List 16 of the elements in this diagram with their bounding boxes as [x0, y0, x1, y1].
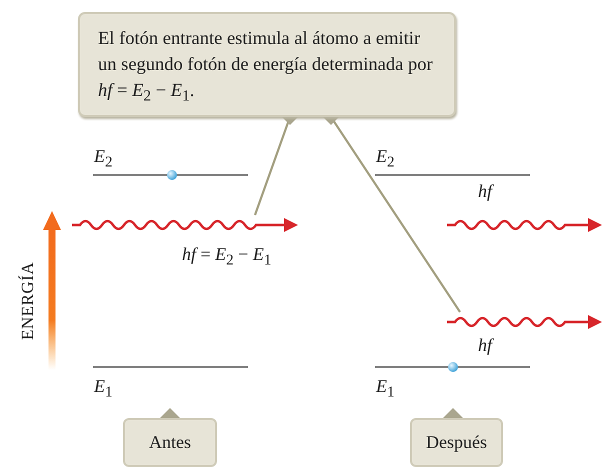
energy-level-label: E$_{2}$: [376, 146, 394, 172]
stage-label-box: Después: [410, 418, 503, 467]
photon-wave: [447, 215, 602, 235]
axis-label: ENERGÍA: [18, 262, 38, 340]
photon-energy-label: hf: [478, 335, 492, 356]
leader-line: [254, 115, 300, 216]
equation-label: hf = E$_{2}$ − E$_{1}$: [182, 244, 272, 270]
stage-label-box: Antes: [123, 418, 217, 467]
callout-box: El fotón entrante estimula al átomo a emitir un segundo fotón de energía determinada por hf = E$_{2}$ − E$_{1}$.: [78, 12, 456, 117]
photon-energy-label: hf: [478, 181, 492, 202]
photon-wave: [447, 312, 602, 332]
energy-level-label: E$_{1}$: [94, 376, 112, 402]
energy-level-label: E$_{2}$: [94, 146, 112, 172]
photon-wave: [72, 215, 298, 235]
energy-level-label: E$_{1}$: [376, 376, 394, 402]
leader-line: [321, 115, 461, 313]
